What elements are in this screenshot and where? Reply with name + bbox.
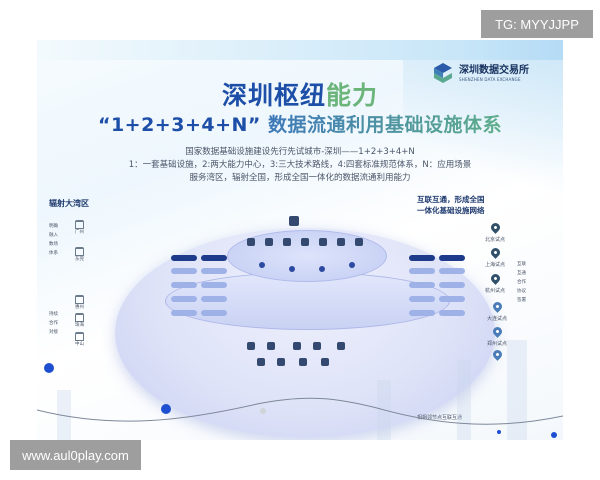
title-part-a: 深圳枢纽 xyxy=(221,81,326,110)
node-dot xyxy=(289,266,295,272)
doc-icon xyxy=(257,358,265,366)
left-column-header xyxy=(171,255,197,261)
diagram-footer-label: 相相邻节点互联互通 xyxy=(417,415,463,421)
description: 国家数据基础设施建设先行先试城市-深圳——1+2+3+4+N 1：一套基础设施，… xyxy=(37,146,563,185)
title-part-b: 能力 xyxy=(326,81,379,110)
logo-name-en: SHENZHEN DATA EXCHANGE xyxy=(459,76,521,82)
node-icon xyxy=(247,238,255,246)
left-g1-1: 融入 xyxy=(49,233,58,238)
building-icon xyxy=(289,216,299,226)
node-dot xyxy=(259,262,265,268)
node-icon xyxy=(319,238,327,246)
right-column-header xyxy=(439,255,465,261)
left-g2-0: 持续 xyxy=(49,312,58,317)
subtitle-text: 数据流通利用基础设施体系 xyxy=(268,114,503,136)
location-pin-icon xyxy=(489,246,502,259)
light-rays xyxy=(403,60,563,200)
logo-s-icon xyxy=(432,62,454,84)
main-title: 深圳枢纽能力 xyxy=(37,76,563,112)
left-g1-2: 数场 xyxy=(49,242,58,247)
logo: 深圳数据交易所 SHENZHEN DATA EXCHANGE xyxy=(432,62,529,84)
bank-icon xyxy=(75,313,84,322)
org-icon xyxy=(247,342,255,350)
node-dot xyxy=(319,266,325,272)
site-beijing: 北京试点 xyxy=(485,237,506,243)
org-icon xyxy=(337,342,345,350)
desc-line-1: 国家数据基础设施建设先行先试城市-深圳——1+2+3+4+N xyxy=(185,147,415,157)
left-g1-0: 明确 xyxy=(49,224,58,229)
node-icon xyxy=(283,238,291,246)
org-icon xyxy=(267,342,275,350)
location-pin-icon xyxy=(491,300,504,313)
relations: 互联互通合作协议签署 xyxy=(517,262,526,303)
decor-dot xyxy=(497,430,501,434)
node-icon xyxy=(301,238,309,246)
left-column-header xyxy=(201,255,227,261)
right-heading: 互联互通，形成全国一体化基础设施网络 xyxy=(417,195,485,215)
node-dot xyxy=(349,262,355,268)
decor-dot xyxy=(44,363,54,373)
left-g1-3: 体系 xyxy=(49,251,58,256)
site-zhengzhou: 郑州试点 xyxy=(487,341,508,347)
location-pin-icon xyxy=(489,272,502,285)
city-dongguan: 东莞 xyxy=(75,247,84,262)
node-icon xyxy=(355,238,363,246)
left-g2-1: 合作 xyxy=(49,321,58,326)
poster: 深圳数据交易所 SHENZHEN DATA EXCHANGE 深圳枢纽能力 “1… xyxy=(37,40,563,440)
doc-icon xyxy=(299,358,307,366)
node-icon xyxy=(265,238,273,246)
city-guangzhou: 广州 xyxy=(75,220,84,235)
site-shanghai: 上海试点 xyxy=(485,262,506,268)
logo-name-cn: 深圳数据交易所 xyxy=(459,64,529,76)
decor-dot xyxy=(161,404,171,414)
watermark-bottom-left: www.aul0play.com xyxy=(10,440,141,470)
org-icon xyxy=(313,342,321,350)
bank-icon xyxy=(75,220,84,229)
node-icon xyxy=(337,238,345,246)
doc-icon xyxy=(321,358,329,366)
watermark-top-right: TG: MYYJJPP xyxy=(481,10,593,38)
org-icon xyxy=(293,342,301,350)
bank-icon xyxy=(75,332,84,341)
left-heading: 辐射大湾区 xyxy=(49,199,89,208)
bank-icon xyxy=(75,295,84,304)
sub-title: “1+2+3+4+N” 数据流通利用基础设施体系 xyxy=(37,110,563,137)
wave-line xyxy=(37,397,563,425)
decor-dot xyxy=(551,432,557,438)
desc-line-2: 1：一套基础设施，2:两大能力中心，3:三大技术路线，4:四套标准规范体系，N：… xyxy=(128,160,472,170)
left-group-1: 明确融入数场体系 xyxy=(49,222,58,258)
bank-icon xyxy=(75,247,84,256)
location-pin-icon xyxy=(489,221,502,234)
city-huizhou: 惠州 xyxy=(75,295,84,310)
left-group-2: 持续合作对接 xyxy=(49,310,58,337)
left-g2-2: 对接 xyxy=(49,330,58,335)
location-pin-icon xyxy=(491,348,504,361)
site-hangzhou: 杭州试点 xyxy=(485,288,506,294)
doc-icon xyxy=(277,358,285,366)
city-zhuhai: 珠海 xyxy=(75,313,84,328)
subtitle-formula: “1+2+3+4+N” xyxy=(97,114,261,136)
desc-line-3: 服务湾区，辐射全国，形成全国一体化的数据流通利用能力 xyxy=(189,173,411,183)
right-column-header xyxy=(409,255,435,261)
top-band xyxy=(37,40,563,60)
city-zhongshan: 中山 xyxy=(75,332,84,347)
site-dalian: 大连试点 xyxy=(487,316,508,322)
decor-dot xyxy=(260,408,266,414)
